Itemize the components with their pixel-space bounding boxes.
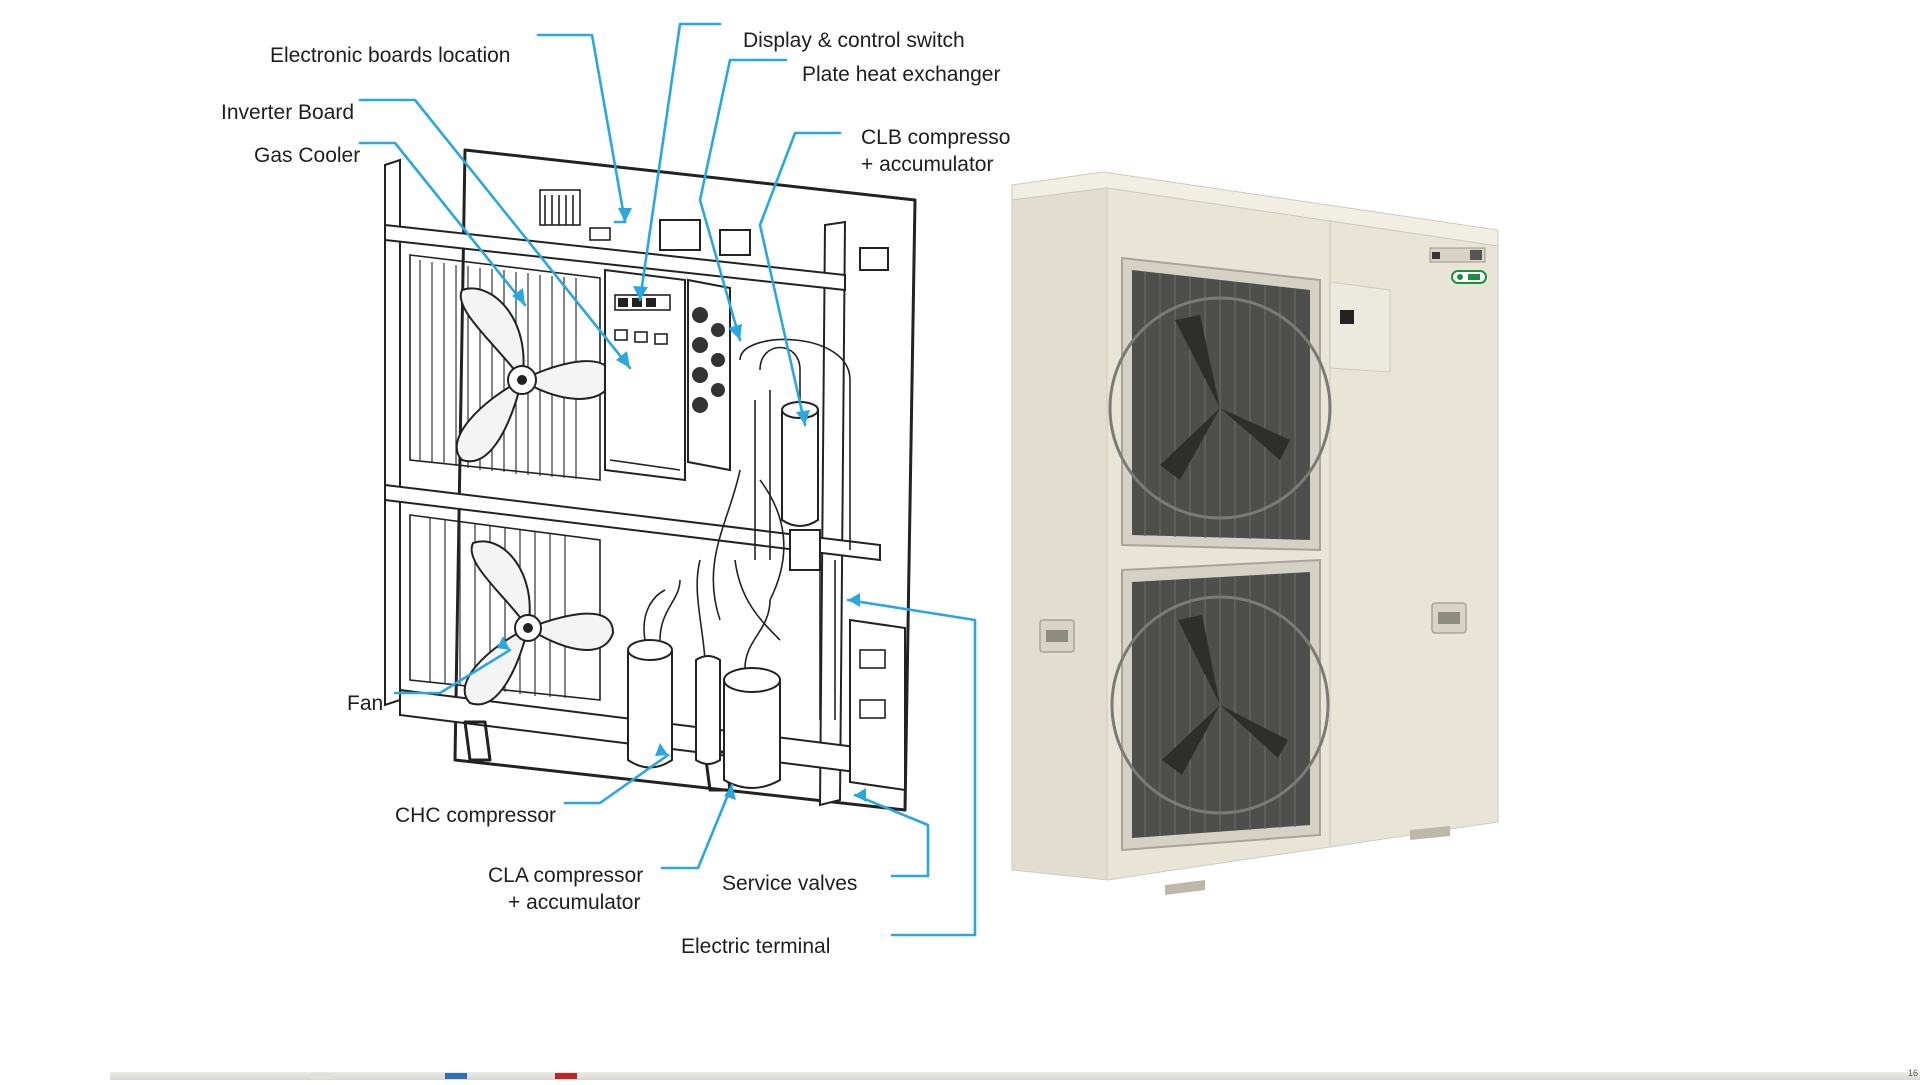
taskbar-app-icon[interactable] [445, 1073, 467, 1079]
label-gas-cooler: Gas Cooler [254, 144, 360, 167]
cutaway-unit [384, 148, 917, 812]
fan-icon [455, 287, 614, 463]
page-number: 16 [1907, 1068, 1918, 1078]
label-cla-line1: CLA compressor [488, 864, 643, 887]
frame-post-right [818, 220, 847, 807]
compressor-icon [627, 579, 681, 769]
fan-grille-lower [1110, 558, 1330, 852]
taskbar-app-icon[interactable] [310, 1073, 332, 1079]
taskbar [110, 1072, 1920, 1080]
fan-icon [463, 540, 615, 706]
brand-badge-icon [1429, 247, 1487, 284]
label-electronic-boards: Electronic boards location [270, 44, 510, 67]
electronic-board-box [659, 219, 701, 251]
taskbar-app-icon[interactable] [555, 1073, 577, 1079]
label-plate-heat-exchanger: Plate heat exchanger [802, 63, 1000, 86]
handle-icon [1039, 619, 1075, 653]
label-inverter-board: Inverter Board [221, 101, 354, 124]
callout-leaders [358, 22, 977, 937]
external-unit [1011, 171, 1499, 895]
label-service-valves: Service valves [722, 872, 857, 895]
label-chc-compressor: CHC compressor [395, 804, 556, 827]
label-electric-terminal: Electric terminal [681, 935, 830, 958]
compressor-icon [695, 599, 781, 789]
access-panel [1329, 281, 1391, 373]
control-panel-icon [604, 268, 686, 482]
label-clb-line1: CLB compresso [861, 126, 1010, 149]
label-fan: Fan [347, 692, 383, 715]
heat-exchanger-icon [687, 278, 731, 472]
callout-labels: Electronic boards location Display & con… [221, 29, 1010, 958]
label-display-control: Display & control switch [743, 29, 965, 52]
accumulator-icon [739, 338, 851, 560]
fan-grille-upper [1108, 256, 1332, 552]
handle-icon [1431, 602, 1467, 634]
label-clb-line2: + accumulator [861, 153, 993, 176]
label-cla-line2: + accumulator [508, 891, 640, 914]
